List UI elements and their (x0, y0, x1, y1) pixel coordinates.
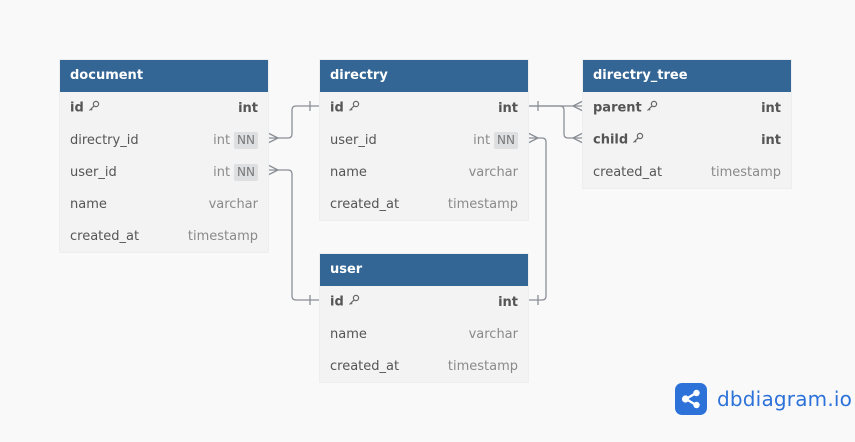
not-null-badge: NN (234, 163, 258, 181)
table-directry-tree[interactable]: directry_tree parent int child int created_a… (583, 60, 791, 188)
field-row[interactable]: name varchar (320, 318, 528, 350)
field-name: created_at (330, 358, 400, 374)
field-name: directry_id (70, 132, 139, 148)
field-name: id (70, 100, 84, 116)
field-row[interactable]: id int (320, 286, 528, 318)
field-type: timestamp (187, 228, 258, 244)
table-header[interactable]: directry_tree (583, 60, 791, 92)
field-name: name (330, 164, 367, 180)
field-type: int (213, 132, 231, 148)
link-directry-tree-child (528, 105, 583, 139)
link-document-user (268, 169, 320, 301)
primary-key-icon (646, 100, 658, 116)
primary-key-icon (632, 132, 644, 148)
field-name: user_id (330, 132, 377, 148)
table-header[interactable]: directry (320, 60, 528, 92)
table-user[interactable]: user id int name varchar created_at timestamp (320, 254, 528, 382)
crowfoot-directry-user (527, 132, 540, 144)
field-type: int (761, 132, 781, 148)
field-name: name (330, 326, 367, 342)
field-type: varchar (468, 326, 518, 342)
field-type: int (213, 164, 231, 180)
field-type: int (761, 100, 781, 116)
field-row[interactable]: id int (320, 92, 528, 124)
field-row[interactable]: name varchar (60, 188, 268, 220)
primary-key-icon (348, 100, 360, 116)
field-type: timestamp (447, 196, 518, 212)
table-header[interactable]: document (60, 60, 268, 92)
field-name: id (330, 100, 344, 116)
field-row[interactable]: name varchar (320, 156, 528, 188)
field-type: varchar (208, 196, 258, 212)
field-row[interactable]: id int (60, 92, 268, 124)
crowfoot-tree-child (571, 132, 584, 144)
crowfoot-document-directry (267, 132, 280, 144)
field-name: id (330, 294, 344, 310)
field-name: parent (593, 100, 642, 116)
primary-key-icon (88, 100, 100, 116)
table-header[interactable]: user (320, 254, 528, 286)
link-directry-user (528, 137, 547, 301)
field-type: int (498, 294, 518, 310)
not-null-badge: NN (234, 131, 258, 149)
field-row[interactable]: created_at timestamp (60, 220, 268, 252)
not-null-badge: NN (494, 131, 518, 149)
crowfoot-tree-parent (571, 100, 584, 112)
field-type: int (473, 132, 491, 148)
crowfoot-document-user (267, 164, 280, 176)
field-type: timestamp (710, 164, 781, 180)
brand-name: dbdiagram.io (717, 387, 853, 411)
field-name: user_id (70, 164, 117, 180)
field-row[interactable]: created_at timestamp (320, 350, 528, 382)
field-name: created_at (593, 164, 663, 180)
field-type: varchar (468, 164, 518, 180)
field-row[interactable]: child int (583, 124, 791, 156)
dbdiagram-brand[interactable]: dbdiagram.io (675, 383, 852, 415)
field-type: int (238, 100, 258, 116)
share-nodes-icon (675, 383, 707, 415)
field-row[interactable]: created_at timestamp (583, 156, 791, 188)
field-name: created_at (330, 196, 400, 212)
link-document-directry (268, 105, 320, 139)
field-name: created_at (70, 228, 140, 244)
field-name: child (593, 132, 629, 148)
field-name: name (70, 196, 107, 212)
field-row[interactable]: parent int (583, 92, 791, 124)
field-row[interactable]: created_at timestamp (320, 188, 528, 220)
primary-key-icon (348, 294, 360, 310)
field-type: timestamp (447, 358, 518, 374)
field-type: int (498, 100, 518, 116)
